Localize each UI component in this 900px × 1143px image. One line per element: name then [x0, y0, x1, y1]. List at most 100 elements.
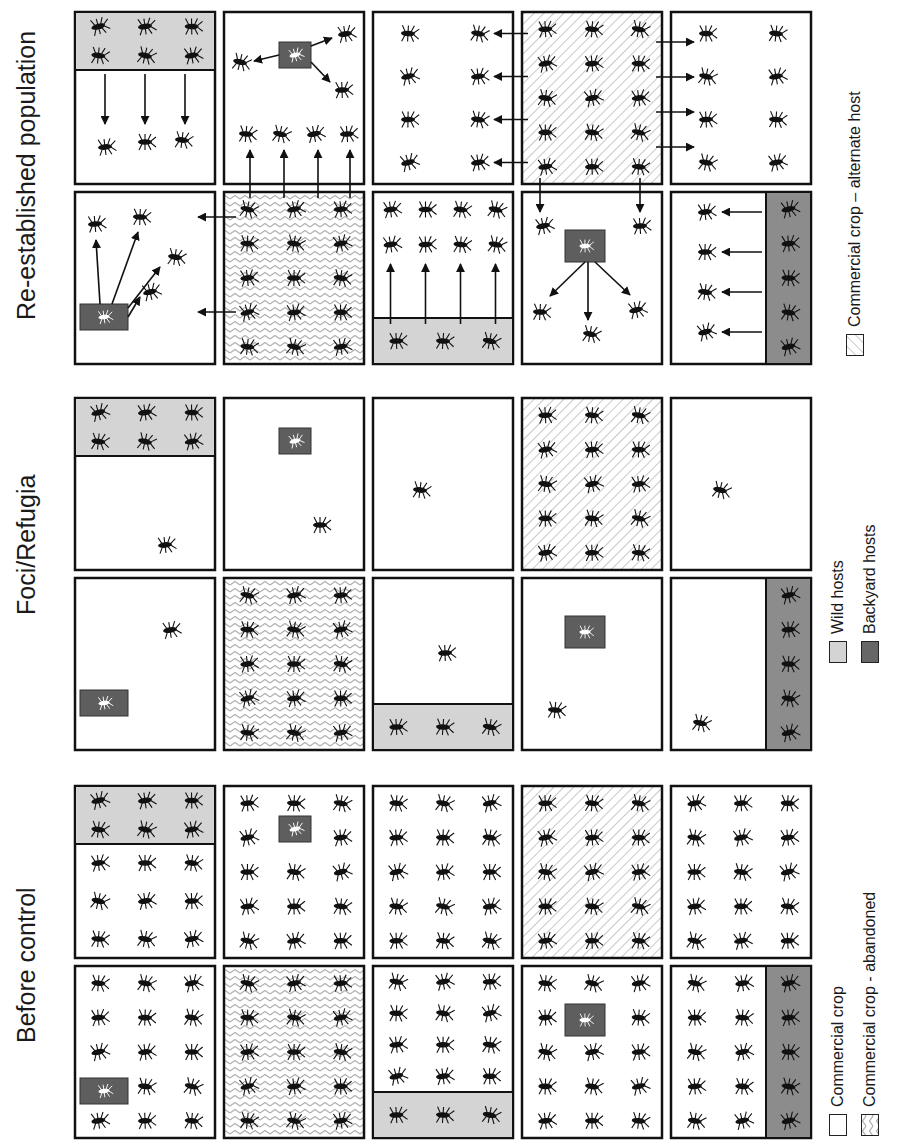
insect	[286, 1009, 307, 1028]
insect-legs	[781, 722, 801, 742]
insect-legs	[536, 216, 556, 235]
insect-body	[98, 314, 110, 320]
insect-body	[585, 164, 599, 170]
insect	[630, 1076, 651, 1096]
insect-legs	[735, 974, 754, 992]
insect	[583, 974, 604, 994]
insect-legs	[538, 89, 557, 107]
insect-legs	[333, 794, 353, 813]
insect	[334, 690, 352, 706]
crop-field	[75, 578, 215, 750]
insect-legs	[733, 827, 753, 846]
dispersal-arrow	[656, 146, 694, 148]
insect-legs	[539, 407, 557, 424]
insect-body	[138, 51, 153, 60]
insect-legs	[585, 510, 604, 528]
insect-legs	[240, 974, 260, 993]
legend-item: Commercial crop - abandoned	[860, 890, 879, 1138]
crop-field	[224, 398, 364, 570]
insect-body	[233, 58, 248, 67]
legend-item: Backyard hosts	[860, 523, 879, 665]
dispersal-arrow	[184, 74, 186, 124]
insect-legs	[538, 863, 557, 881]
insect-legs	[413, 481, 432, 499]
insect-body	[175, 136, 190, 143]
insect	[697, 203, 717, 221]
insect-body	[585, 1048, 600, 1056]
insect-legs	[736, 1009, 754, 1026]
insect	[157, 536, 177, 554]
insect-body	[579, 244, 590, 249]
insect-legs	[390, 332, 408, 349]
insect-body	[240, 240, 254, 246]
insect-body	[389, 868, 404, 877]
insect-body	[436, 937, 450, 944]
insect-legs	[314, 517, 331, 533]
insect	[686, 829, 707, 848]
insect	[90, 402, 112, 422]
dispersal-arrow	[495, 264, 497, 324]
insect-legs	[539, 1009, 557, 1026]
insect-body	[240, 1117, 255, 1124]
insect	[333, 1043, 353, 1061]
insect	[584, 407, 603, 424]
insect-body	[699, 72, 714, 81]
insect	[183, 820, 204, 839]
insect	[332, 619, 353, 639]
legend-swatch	[829, 641, 847, 663]
insect-body	[185, 898, 199, 904]
insect-legs	[184, 820, 204, 839]
insect-body	[418, 241, 432, 247]
insect-legs	[287, 621, 307, 640]
insect-legs	[158, 536, 177, 554]
insect	[240, 269, 260, 287]
insect-body	[383, 241, 398, 249]
insect-legs	[735, 1111, 755, 1130]
insect-legs	[781, 1110, 801, 1130]
insect-legs	[436, 972, 456, 991]
insect-legs	[632, 829, 650, 846]
insect-legs	[534, 304, 552, 321]
insect-legs	[333, 233, 353, 252]
insect-body	[769, 158, 784, 166]
insect-legs	[389, 973, 409, 992]
insect-legs	[437, 1037, 454, 1053]
insect	[389, 332, 408, 349]
insect	[401, 25, 420, 42]
insect-body	[287, 728, 302, 737]
dispersal-arrow	[96, 240, 100, 304]
insect-body	[687, 834, 702, 842]
insect	[91, 821, 111, 839]
insect	[435, 719, 454, 736]
insect	[780, 722, 801, 742]
insect-legs	[90, 402, 111, 422]
insect-body	[401, 158, 416, 167]
insect-body	[631, 549, 645, 556]
insect	[585, 932, 604, 949]
insect	[699, 25, 717, 41]
insect-legs	[585, 795, 603, 812]
insect	[240, 724, 260, 742]
insect-legs	[138, 891, 157, 909]
insect-body	[734, 937, 749, 945]
backyard-host	[565, 616, 605, 648]
insect	[734, 1042, 755, 1061]
panel-title-text: Foci/Refugia	[12, 475, 40, 615]
insect-body	[538, 833, 553, 841]
insect-body	[138, 139, 152, 145]
insect	[339, 125, 358, 142]
insect-legs	[390, 1106, 408, 1123]
insect	[627, 300, 648, 320]
insect-legs	[471, 153, 490, 171]
dispersal-arrow	[112, 232, 138, 304]
insect-body	[163, 626, 178, 634]
insect-legs	[137, 432, 157, 451]
insect-legs	[781, 304, 800, 322]
insect-body	[287, 275, 301, 281]
insect-legs	[241, 724, 260, 742]
insect-body	[307, 130, 322, 138]
insect-legs	[631, 20, 651, 39]
crop-field	[75, 12, 215, 184]
insect	[436, 829, 455, 846]
insect	[333, 898, 353, 916]
